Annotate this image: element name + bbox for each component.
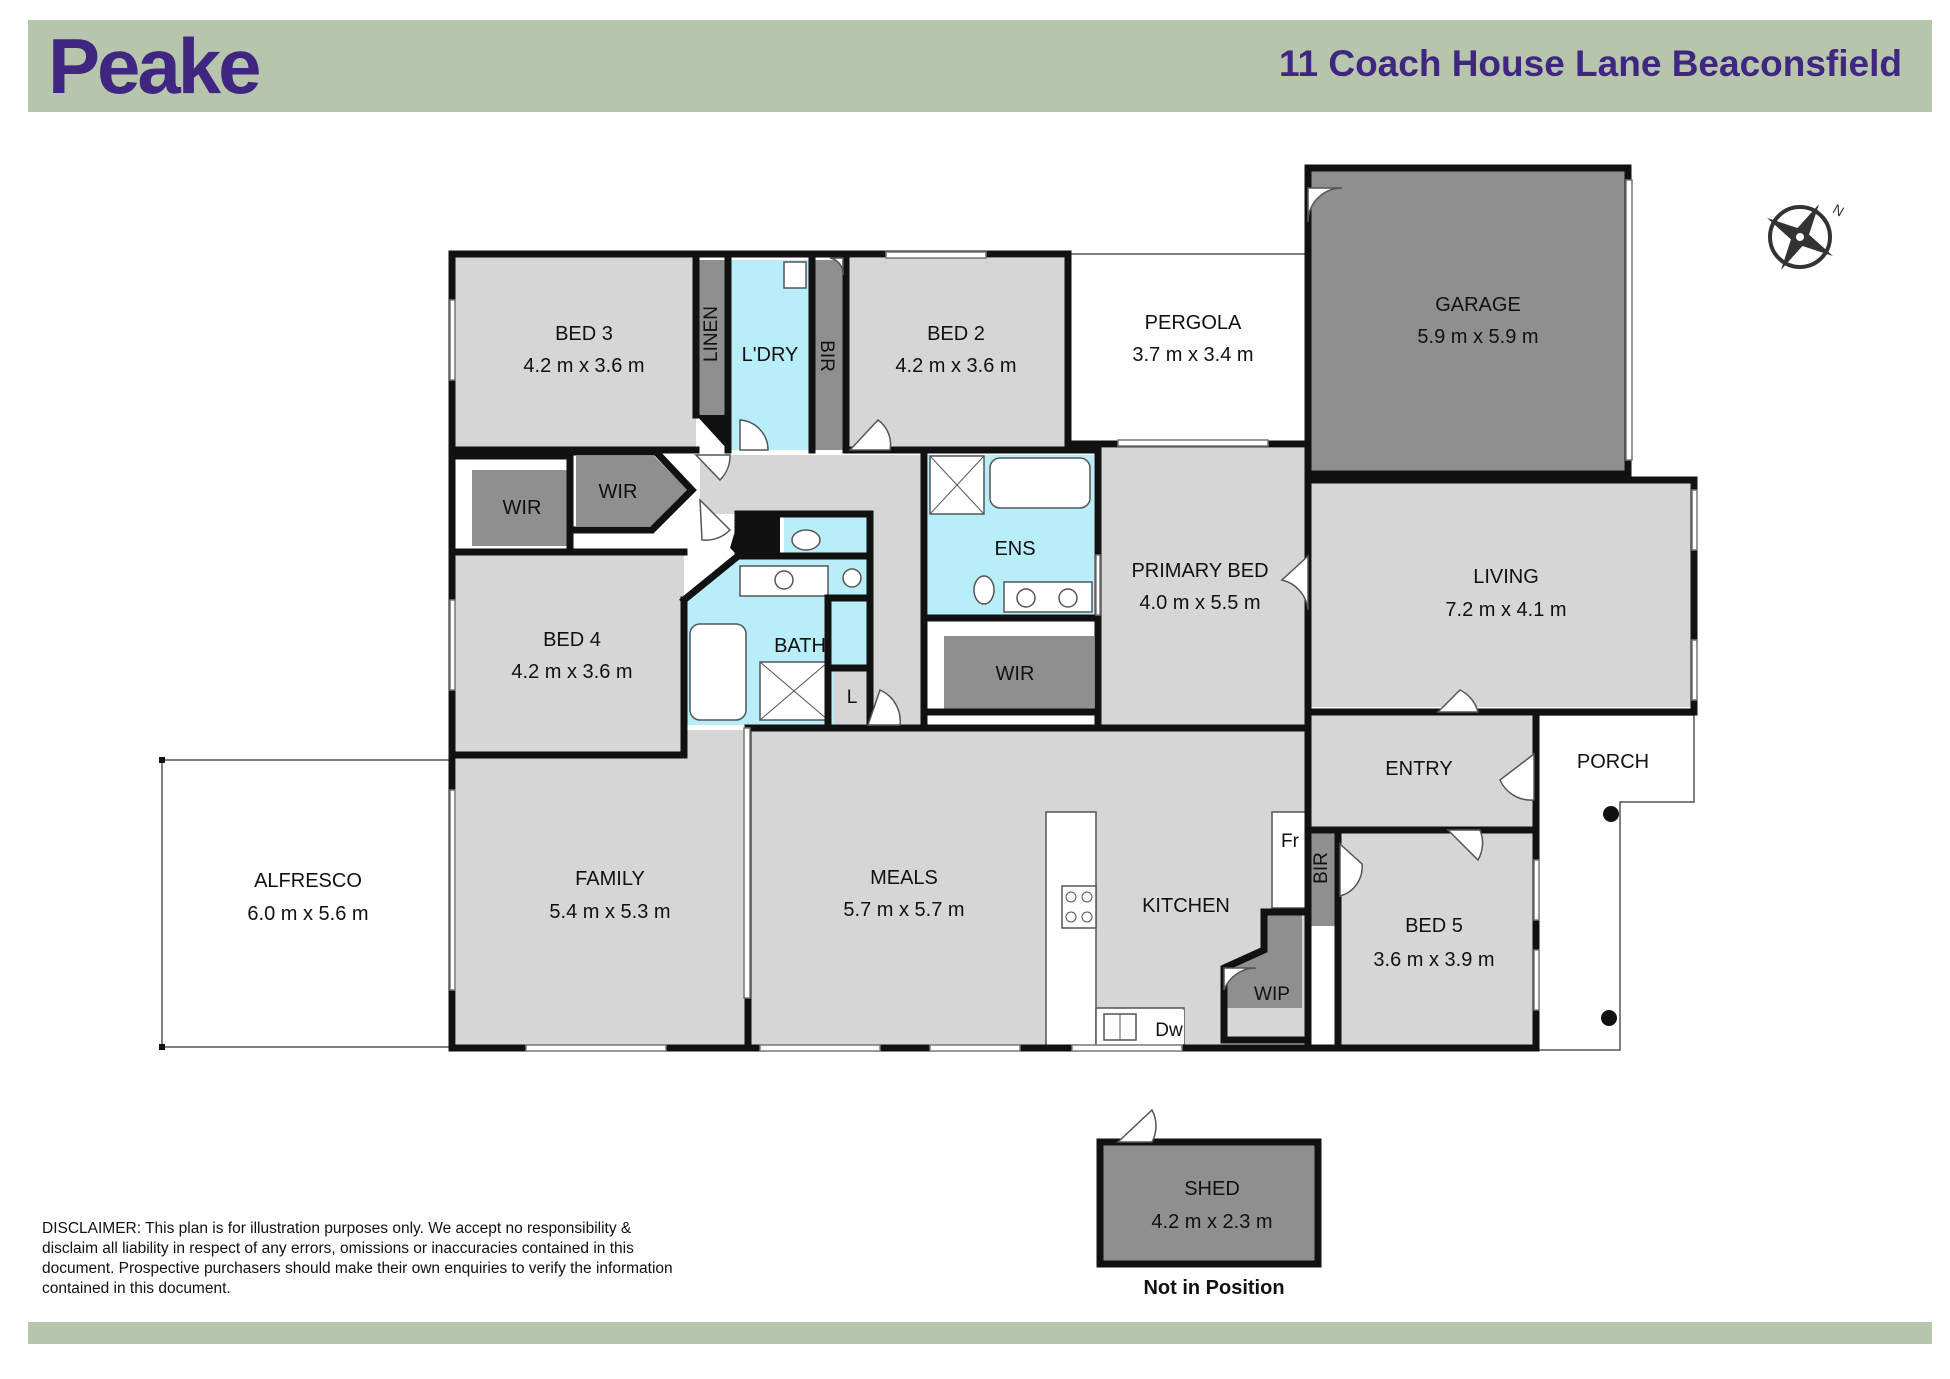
living-name: LIVING [1473,566,1539,588]
family-fill [456,730,746,1046]
pergola-dims: 3.7 m x 3.4 m [1132,344,1253,366]
doors [694,187,1535,1143]
brand-logo: Peake [48,22,262,110]
ens-basin2-icon [1058,588,1078,608]
laundry-name: L'DRY [742,344,799,366]
dishwasher-name: Dw [1155,1020,1183,1041]
fridge-bay [1271,811,1307,909]
porch-post-2 [1601,1010,1617,1026]
laundry-sink [783,261,807,289]
primary-bed-dims: 4.0 m x 5.5 m [1139,592,1260,614]
bed2-dims: 4.2 m x 3.6 m [895,355,1016,377]
family-dims: 5.4 m x 5.3 m [549,901,670,923]
cooktop-icon [1061,885,1097,929]
dishwasher-bay [1148,1010,1184,1044]
shed-dims: 4.2 m x 2.3 m [1151,1211,1272,1233]
header-band: Peake 11 Coach House Lane Beaconsfield [28,20,1932,112]
bed2-name: BED 2 [927,323,985,345]
bir-bed2-name: BIR [816,340,837,372]
alfresco-name: ALFRESCO [254,870,362,892]
meals-kitchen-fill [748,730,1308,1046]
wc-basin-icon [842,568,862,588]
bir-bed2-fill [812,260,844,450]
bathtub-bath-icon [689,623,747,721]
wir-bed4-fill [576,456,688,526]
ens-name: ENS [994,538,1035,560]
bir-bed5-fill [1308,830,1338,926]
bir-bed5-name: BIR [1311,852,1332,884]
bed2-fill [846,258,1066,450]
wall-corner-block [696,415,728,450]
linen-fill [696,260,726,415]
bed4-fill [452,550,684,755]
ens-toilet-icon [973,575,995,605]
living-fill [1308,482,1694,707]
living-dims: 7.2 m x 4.1 m [1445,599,1566,621]
family-name: FAMILY [575,868,645,890]
wir-primary-name: WIR [996,663,1035,685]
cooktop-burner3-icon [1065,911,1077,923]
bathtub-ens-icon [989,457,1091,509]
bed4-name: BED 4 [543,629,601,651]
wir-primary-fill [944,636,1094,710]
wip-name: WIP [1254,984,1290,1005]
kitchen-name: KITCHEN [1142,895,1230,917]
bed3-dims: 4.2 m x 3.6 m [523,355,644,377]
hall-fill [700,455,924,725]
compass-icon: N [1767,201,1847,270]
linen-small-name: L [847,687,858,708]
alfresco-post-2 [159,1044,165,1050]
shed-fill [1100,1142,1318,1264]
kitchen-bench [1045,811,1097,1047]
entry-name: ENTRY [1385,758,1452,780]
bed3-fill [452,254,696,449]
primary-bed-fill [1098,448,1308,725]
alfresco-post [159,757,165,763]
wir-bed3-fill [472,470,570,546]
duct-block [730,514,780,556]
meals-name: MEALS [870,867,938,889]
laundry-fill [730,260,810,450]
ens-basin-icon [1016,588,1036,608]
cooktop-burner-icon [1065,891,1077,903]
bed5-name: BED 5 [1405,915,1463,937]
cooktop-burner4-icon [1081,911,1093,923]
porch-post [1603,806,1619,822]
garage-fill [1308,168,1628,474]
wip-fill [1224,912,1302,1008]
compass-north-label: N [1830,201,1847,220]
shed-name: SHED [1184,1178,1240,1200]
wir-bed4-name: WIR [599,481,638,503]
linen-name: LINEN [701,306,722,362]
fridge-name: Fr [1281,831,1300,852]
primary-bed-name: PRIMARY BED [1131,560,1268,582]
porch-name: PORCH [1577,751,1649,773]
bath-name: BATH [774,635,826,657]
cooktop-burner2-icon [1081,891,1093,903]
wir-bed3-name: WIR [503,497,542,519]
bed4-dims: 4.2 m x 3.6 m [511,661,632,683]
garage-dims: 5.9 m x 5.9 m [1417,326,1538,348]
bed5-dims: 3.6 m x 3.9 m [1373,949,1494,971]
alfresco-dims: 6.0 m x 5.6 m [247,903,368,925]
linen-small-fill [834,668,868,724]
pergola-name: PERGOLA [1145,312,1242,334]
disclaimer-text: DISCLAIMER: This plan is for illustratio… [42,1220,673,1297]
bed5-fill [1338,832,1534,1046]
shower-ens-diag2 [929,455,985,515]
windows [449,179,1698,1052]
shed-note: Not in Position [1143,1277,1284,1299]
bed3-name: BED 3 [555,323,613,345]
footer-band [28,1322,1932,1344]
shower-bath-diag2 [759,661,829,721]
garage-name: GARAGE [1435,294,1521,316]
entry-fill [1308,712,1534,830]
bath-basin-icon [774,570,794,590]
wc-toilet-icon [791,529,821,551]
property-address: 11 Coach House Lane Beaconsfield [1278,43,1902,84]
meals-dims: 5.7 m x 5.7 m [843,899,964,921]
